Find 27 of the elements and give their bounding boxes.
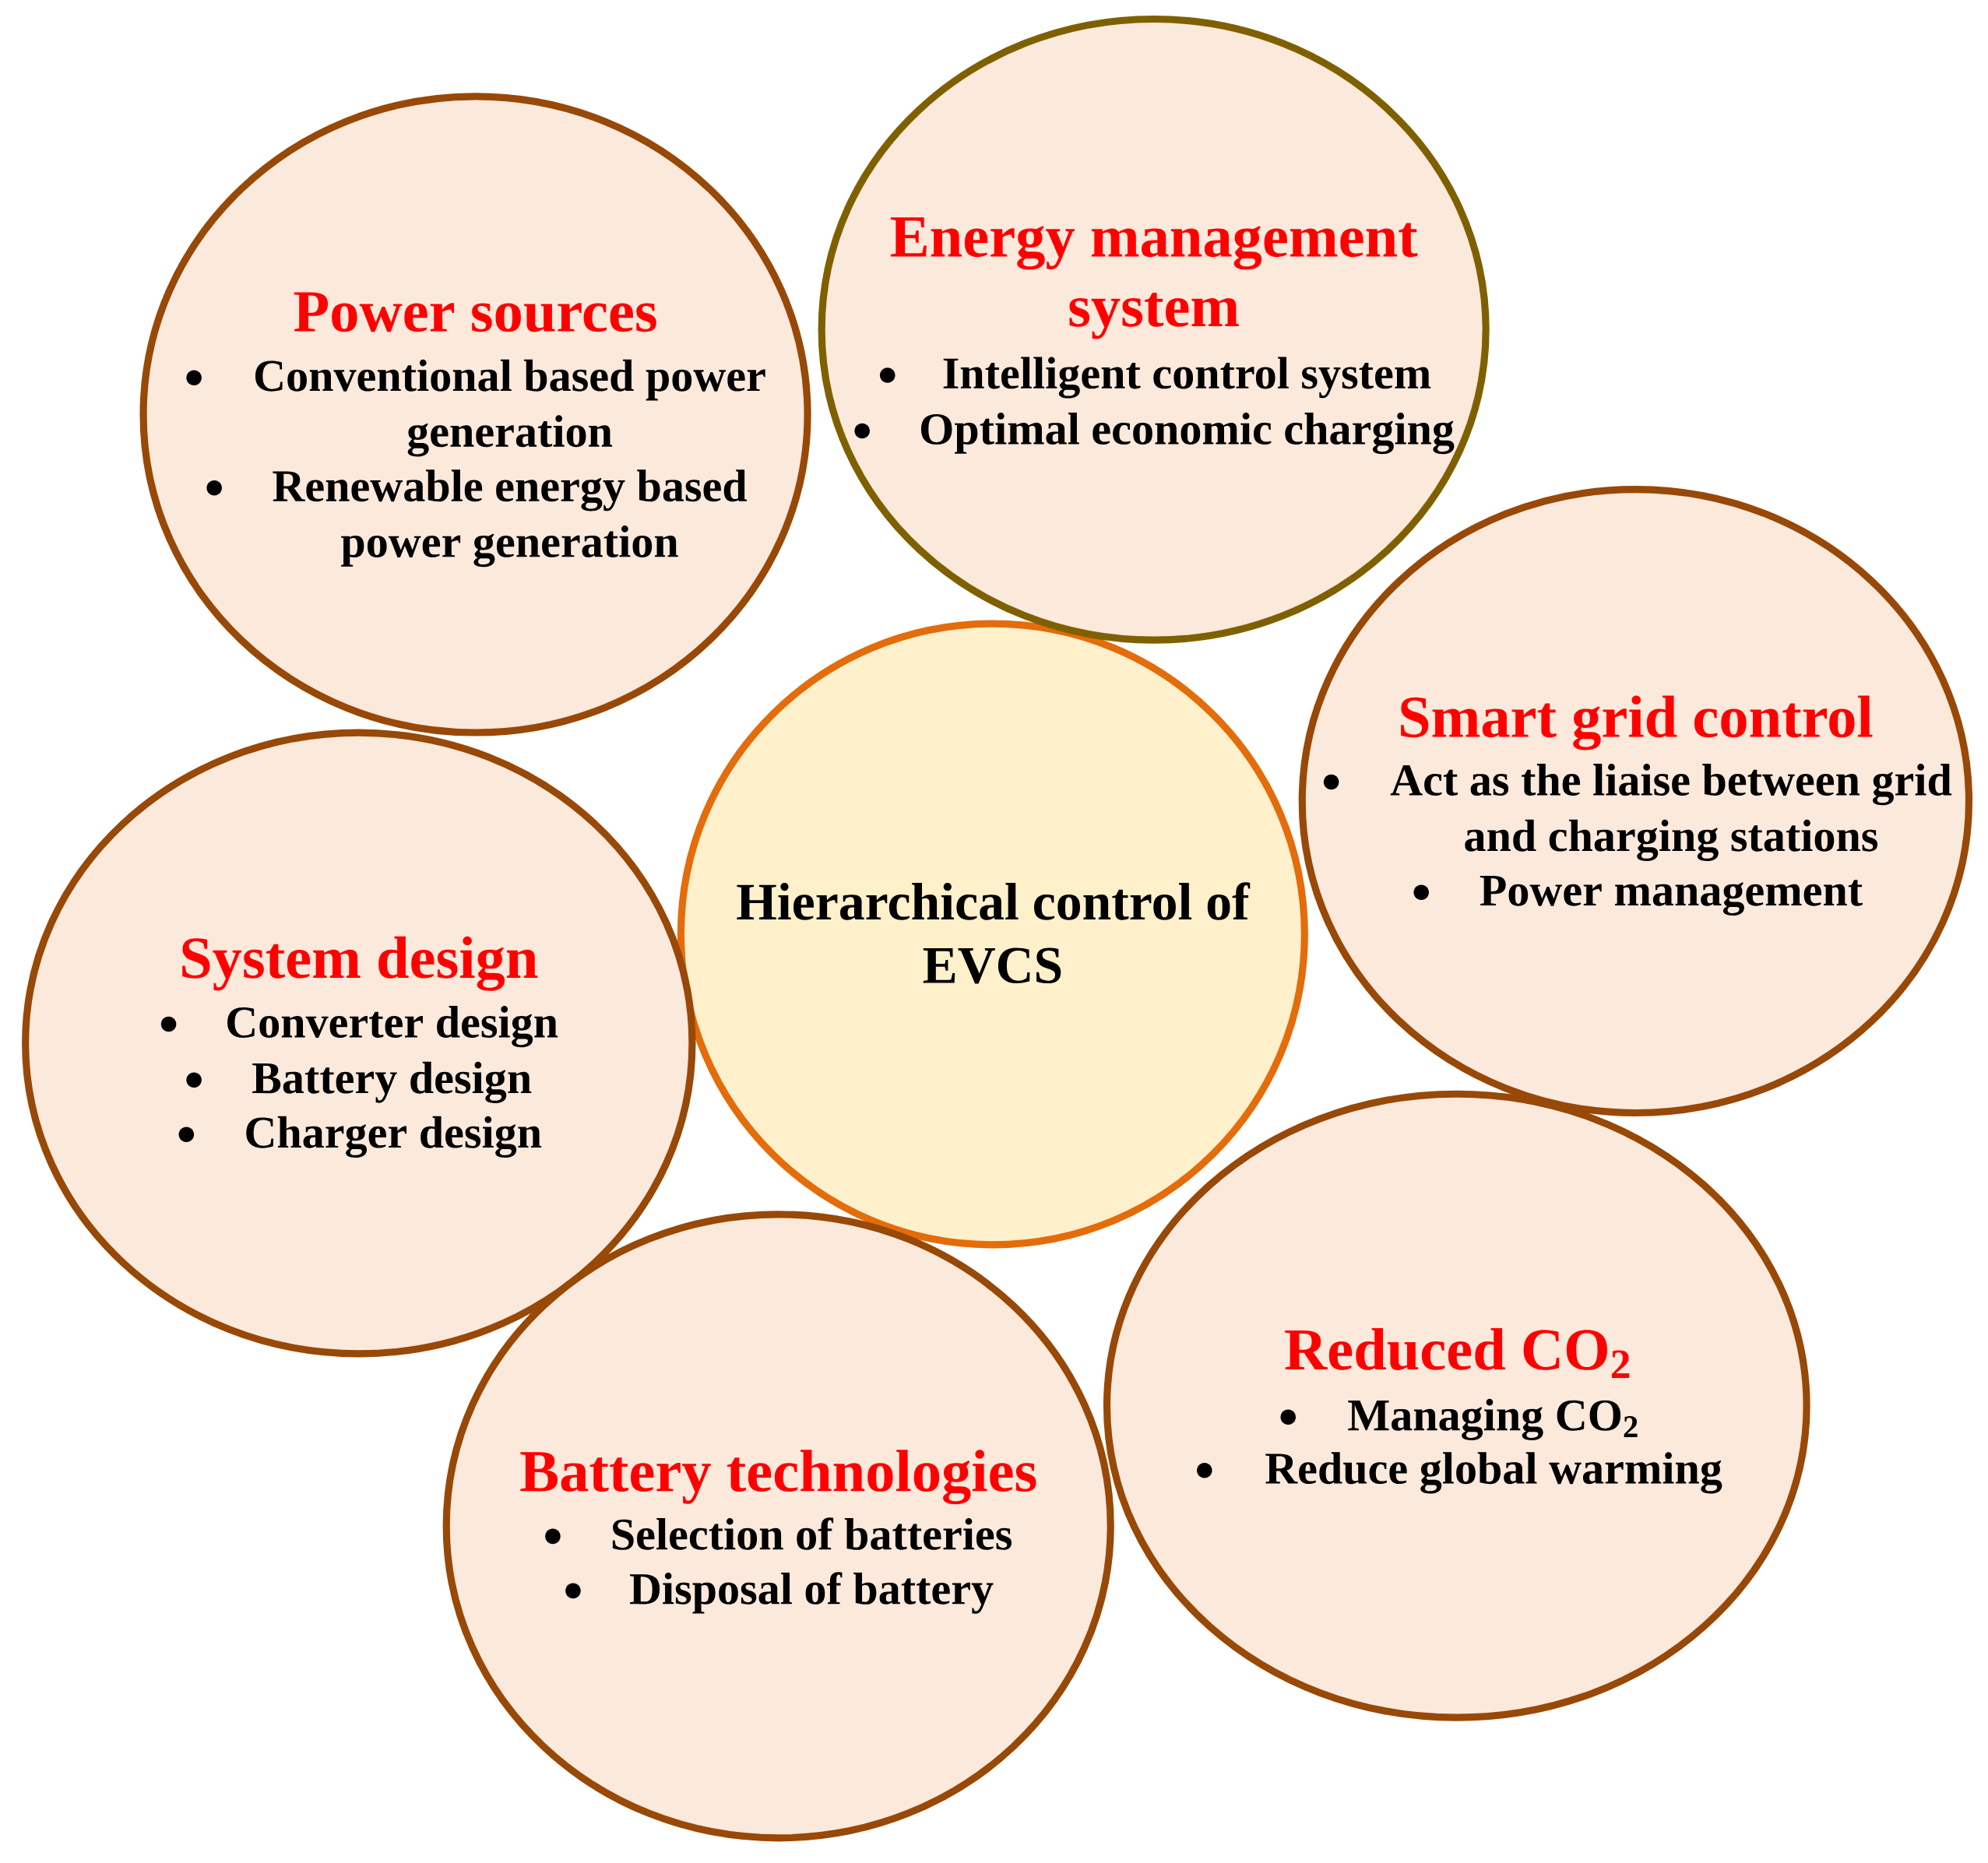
topic-ellipse — [22, 729, 696, 1358]
topic-heading: System design — [182, 936, 538, 991]
topic-heading: Reduced CO$_{2}$ — [1285, 1327, 1630, 1378]
bullet-text: Battery design — [252, 1061, 532, 1103]
topic-ellipse — [442, 1211, 1114, 1842]
bullet-text: Intelligent control system — [943, 357, 1431, 399]
topic-heading: Smart grid control — [1401, 695, 1873, 750]
topic-heading: Battery technologies — [520, 1450, 1036, 1505]
bullet-text: Act as the liaise between grid and charging stations — [1390, 764, 1952, 861]
bullet-text: Managing CO$_{2}$ — [1348, 1398, 1638, 1441]
bullet-text: Charger design — [246, 1116, 542, 1158]
bullet-text: Renewable energy based power generation — [273, 469, 748, 568]
bullet-text: Optimal economic charging — [920, 413, 1455, 455]
bullet-text: Converter design — [227, 1006, 558, 1048]
topic-ellipse — [139, 93, 811, 736]
topic-ellipse — [1103, 1090, 1810, 1721]
hub-circle — [677, 620, 1308, 1249]
bullet-text: Conventional based power generation — [255, 359, 765, 457]
topic-heading: Energy management system — [891, 217, 1418, 339]
bullet-text: Power management — [1480, 876, 1863, 916]
bullet-text: Disposal of battery — [629, 1572, 994, 1614]
topic-ellipse — [1298, 486, 1973, 1117]
bullet-text: Selection of batteries — [612, 1517, 1012, 1550]
topic-ellipse — [818, 15, 1490, 644]
hub-title: Hierarchical control of EVCS — [737, 882, 1251, 984]
bullet-text: Reduce global warming — [1265, 1452, 1722, 1494]
topic-heading: Power sources — [294, 292, 656, 332]
